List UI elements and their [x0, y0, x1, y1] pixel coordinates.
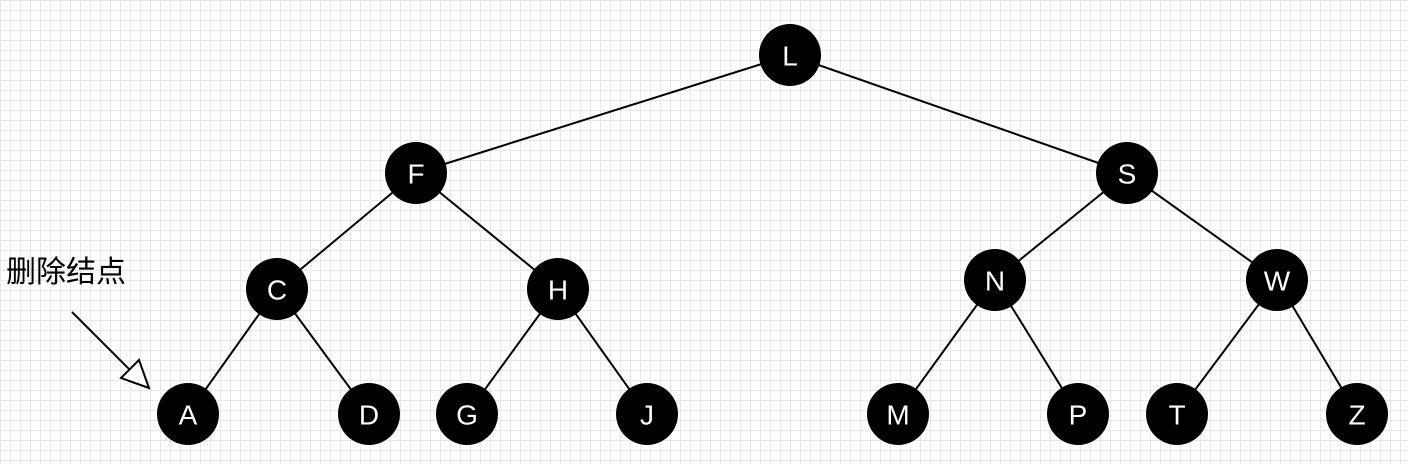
node-circle — [759, 24, 821, 86]
node-label: F — [407, 159, 424, 190]
tree-node-d: D — [338, 383, 400, 445]
node-circle — [1246, 249, 1308, 311]
node-label: N — [985, 266, 1005, 297]
tree-node-t: T — [1146, 383, 1208, 445]
annotation-arrow-line — [71, 311, 134, 374]
tree-node-l: L — [759, 24, 821, 86]
tree-node-p: P — [1047, 383, 1109, 445]
edges — [187, 54, 1358, 415]
node-circle — [338, 383, 400, 445]
edge-l-f — [415, 54, 791, 174]
node-circle — [964, 249, 1026, 311]
node-label: D — [359, 400, 379, 431]
node-circle — [616, 383, 678, 445]
tree-node-m: M — [867, 383, 929, 445]
node-circle — [527, 258, 589, 320]
node-label: S — [1118, 159, 1137, 190]
tree-node-w: W — [1246, 249, 1308, 311]
node-label: A — [179, 400, 198, 431]
node-label: W — [1264, 266, 1291, 297]
node-circle — [1047, 383, 1109, 445]
tree-node-h: H — [527, 258, 589, 320]
node-label: C — [267, 275, 287, 306]
node-circle — [157, 383, 219, 445]
node-label: H — [548, 275, 568, 306]
node-circle — [1146, 383, 1208, 445]
node-label: Z — [1348, 400, 1365, 431]
annotation-arrowhead — [119, 358, 151, 390]
node-circle — [246, 258, 308, 320]
node-circle — [1326, 383, 1388, 445]
edge-l-s — [789, 54, 1128, 174]
node-circle — [436, 383, 498, 445]
node-circle — [867, 383, 929, 445]
tree-node-c: C — [246, 258, 308, 320]
node-label: M — [886, 400, 909, 431]
node-label: P — [1069, 400, 1088, 431]
node-circle — [1096, 142, 1158, 204]
tree-node-a: A — [157, 383, 219, 445]
tree-node-s: S — [1096, 142, 1158, 204]
annotation-label: 删除结点 — [6, 255, 126, 290]
tree-node-z: Z — [1326, 383, 1388, 445]
node-circle — [385, 142, 447, 204]
tree-node-f: F — [385, 142, 447, 204]
nodes: L F S C H N W A D G J M P T Z — [157, 24, 1388, 445]
tree-node-g: G — [436, 383, 498, 445]
node-label: L — [782, 41, 798, 72]
tree-node-n: N — [964, 249, 1026, 311]
annotation: 删除结点 — [6, 255, 151, 390]
node-label: T — [1168, 400, 1185, 431]
tree-node-j: J — [616, 383, 678, 445]
node-label: G — [456, 400, 478, 431]
node-label: J — [640, 400, 654, 431]
